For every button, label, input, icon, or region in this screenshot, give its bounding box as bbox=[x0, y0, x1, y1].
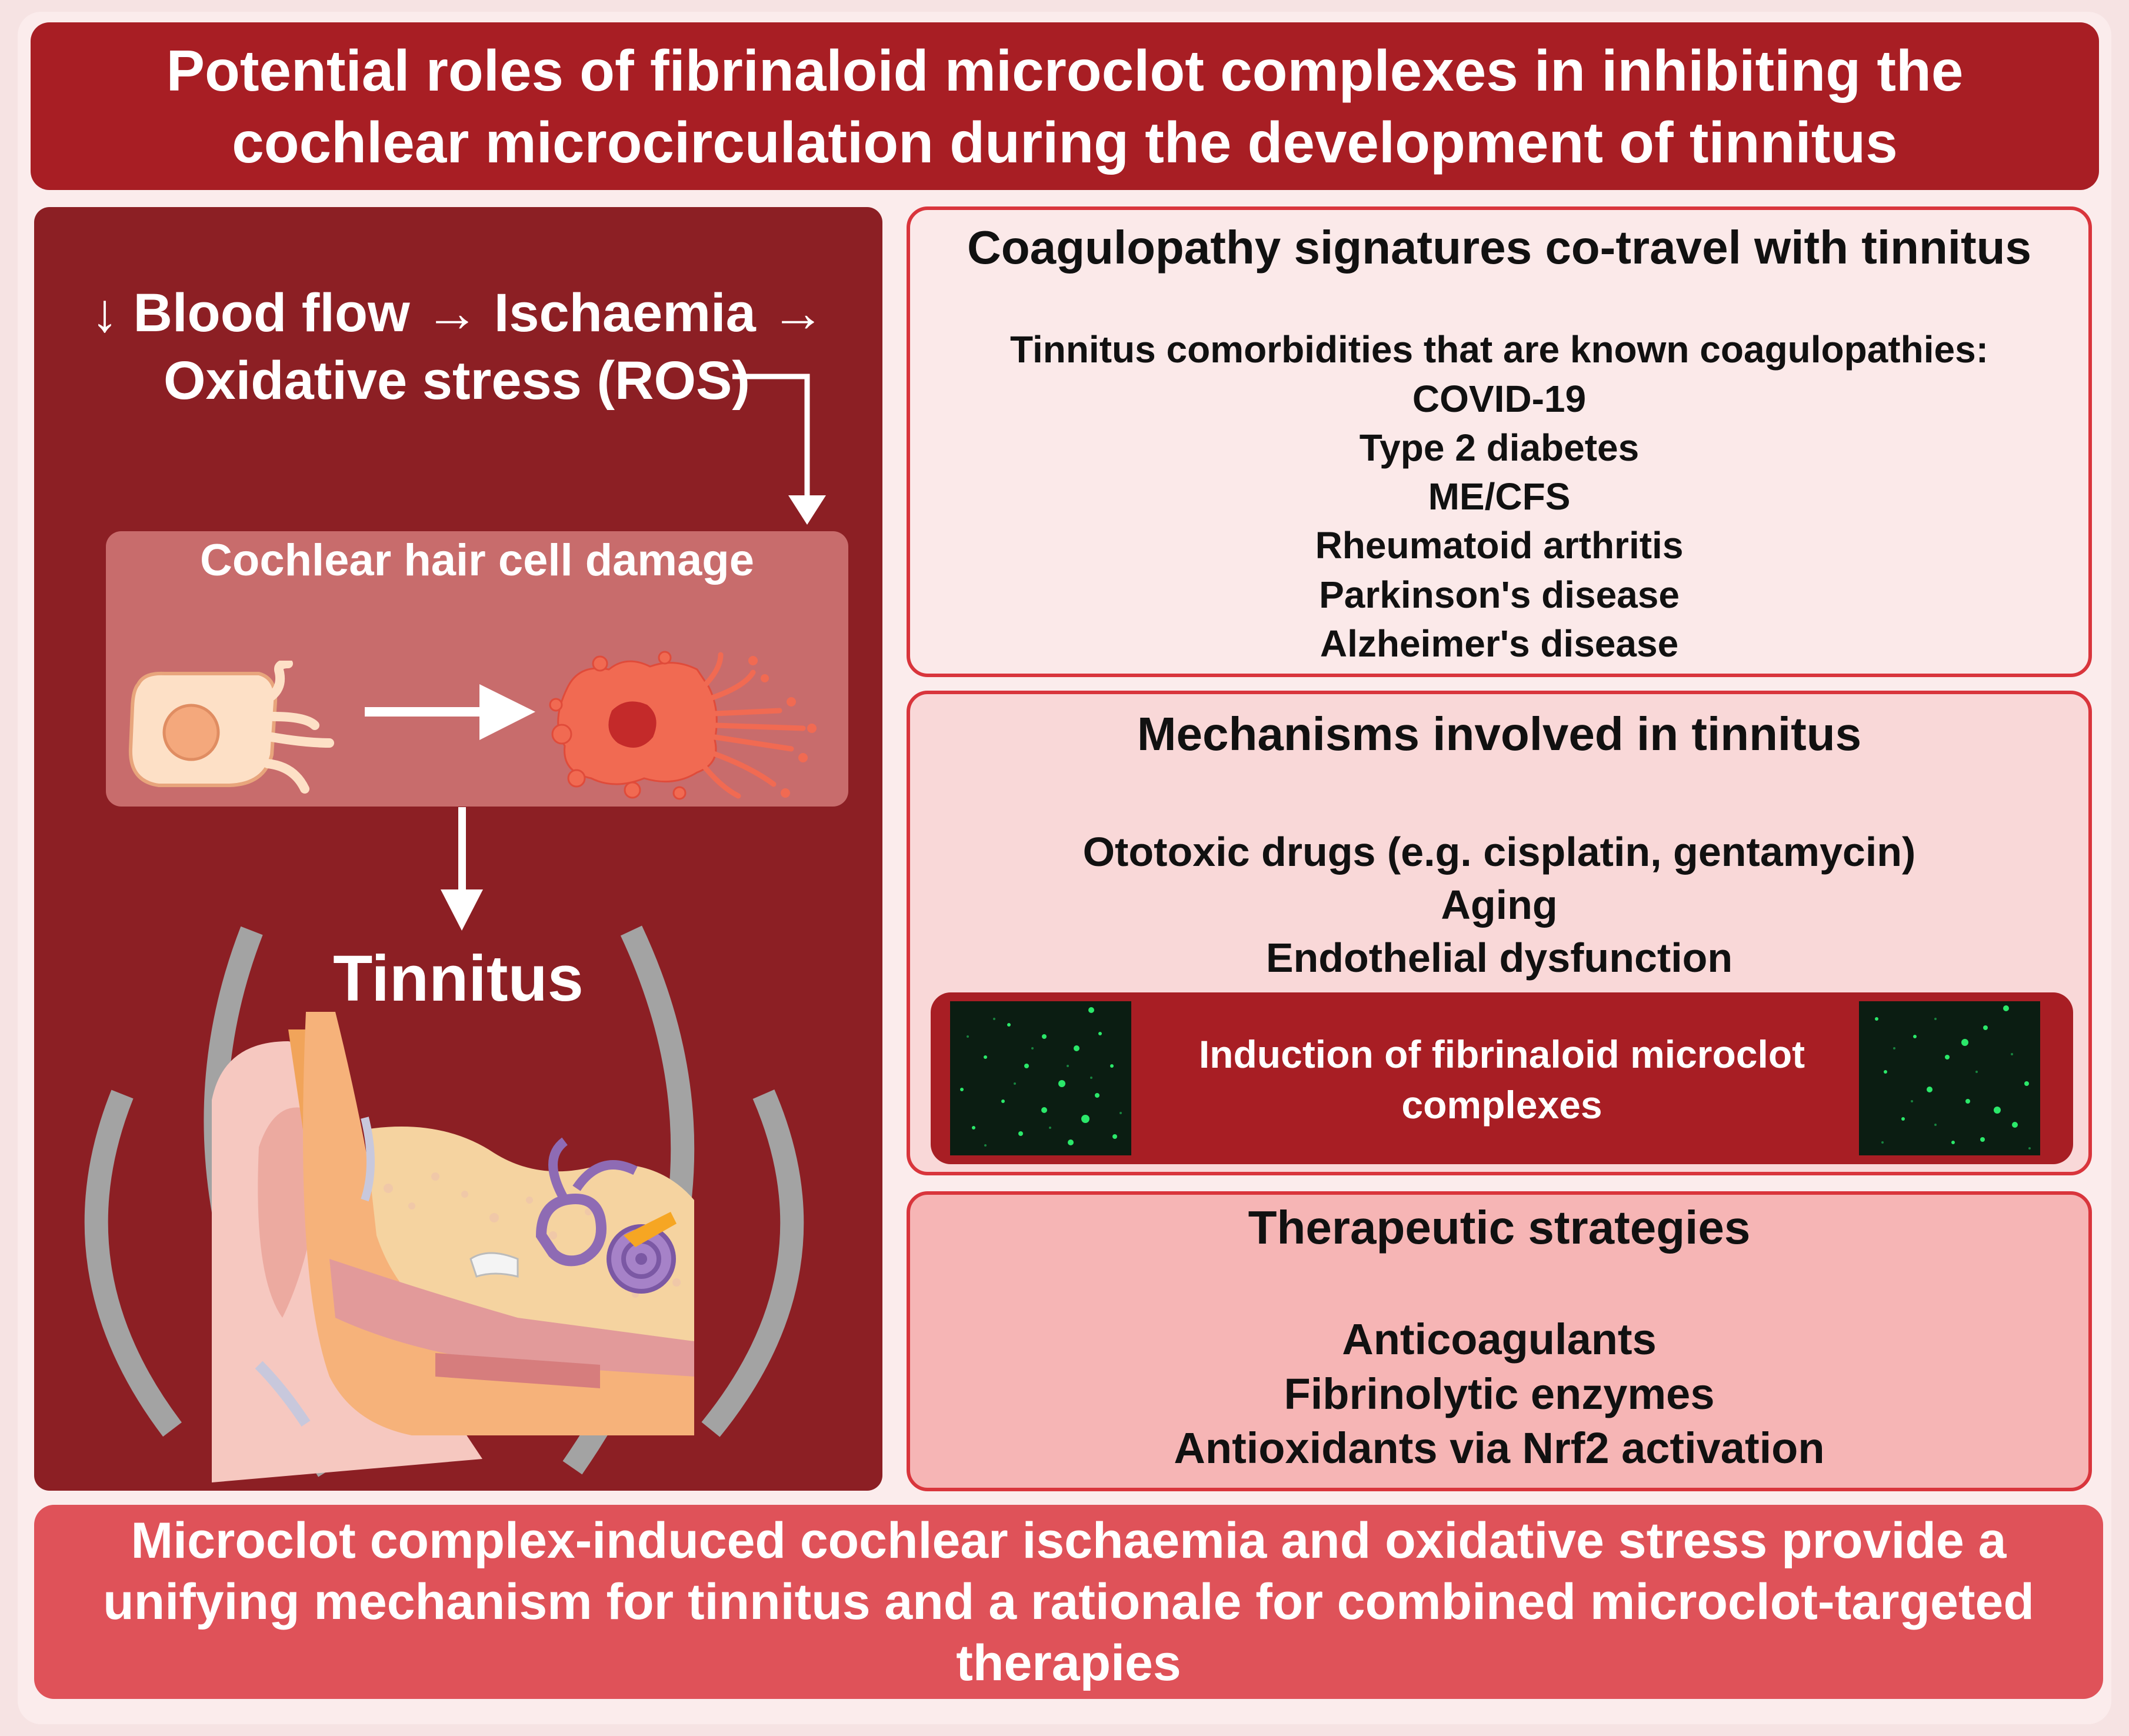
arrow-down-icon bbox=[441, 807, 483, 931]
conclusion-line-2: unifying mechanism for tinnitus and a ra… bbox=[103, 1574, 2034, 1630]
therapeutic-title: Therapeutic strategies bbox=[1248, 1201, 1751, 1254]
comorbidity-item: Alzheimer's disease bbox=[1320, 622, 1679, 665]
comorbidity-item: Type 2 diabetes bbox=[1359, 426, 1640, 469]
coagulopathy-subtitle: Tinnitus comorbidities that are known co… bbox=[1010, 328, 1988, 371]
mechanism-item: Aging bbox=[1441, 882, 1558, 928]
induction-line-1: Induction of fibrinaloid microclot bbox=[1198, 1032, 1805, 1076]
therapy-item: Anticoagulants bbox=[1342, 1315, 1657, 1364]
comorbidity-item: Parkinson's disease bbox=[1319, 574, 1680, 616]
ear-anatomy-icon bbox=[212, 1012, 694, 1482]
induction-line-2: complexes bbox=[1401, 1083, 1602, 1127]
comorbidity-item: Rheumatoid arthritis bbox=[1315, 524, 1684, 567]
hair-cell-damage-title: Cochlear hair cell damage bbox=[200, 535, 754, 585]
conclusion-line-3: therapies bbox=[956, 1635, 1181, 1691]
tinnitus-label: Tinnitus bbox=[333, 942, 584, 1015]
therapy-item: Antioxidants via Nrf2 activation bbox=[1174, 1424, 1825, 1472]
fluorescence-speckles-icon bbox=[960, 1007, 1122, 1147]
title-line-1: Potential roles of fibrinaloid microclot… bbox=[166, 38, 1964, 103]
flow-line-2: Oxidative stress (ROS) bbox=[164, 351, 751, 411]
mechanism-item: Endothelial dysfunction bbox=[1265, 935, 1733, 981]
comorbidity-item: COVID-19 bbox=[1412, 378, 1587, 420]
healthy-hair-cell-icon bbox=[128, 661, 334, 794]
therapeutic-card: Therapeutic strategies Anticoagulants Fi… bbox=[907, 1191, 2092, 1491]
conclusion-banner: Microclot complex-induced cochlear ischa… bbox=[34, 1505, 2103, 1699]
flow-line-1: ↓ Blood flow → Ischaemia → bbox=[91, 283, 825, 343]
microclot-induction-box: Induction of fibrinaloid microclot compl… bbox=[931, 992, 2073, 1164]
mechanism-item: Ototoxic drugs (e.g. cisplatin, gentamyc… bbox=[1082, 829, 1916, 875]
mechanisms-title: Mechanisms involved in tinnitus bbox=[1137, 708, 1862, 760]
damaged-hair-cell-icon bbox=[549, 651, 817, 800]
title-line-2: cochlear microcirculation during the dev… bbox=[232, 109, 1898, 175]
hair-cell-damage-box: Cochlear hair cell damage bbox=[106, 531, 848, 807]
title-banner: Potential roles of fibrinaloid microclot… bbox=[31, 22, 2099, 190]
fluorescence-speckles-icon bbox=[1875, 1005, 2031, 1149]
elbow-arrow-icon bbox=[732, 374, 826, 525]
microclot-micrograph-left bbox=[950, 1001, 1131, 1155]
therapy-item: Fibrinolytic enzymes bbox=[1284, 1370, 1715, 1418]
coagulopathy-card: Coagulopathy signatures co-travel with t… bbox=[907, 206, 2092, 677]
microclot-induction-text: Induction of fibrinaloid microclot compl… bbox=[1131, 1029, 1873, 1130]
comorbidity-item: ME/CFS bbox=[1428, 475, 1571, 518]
microclot-micrograph-right bbox=[1859, 1001, 2040, 1155]
conclusion-line-1: Microclot complex-induced cochlear ischa… bbox=[131, 1512, 2007, 1569]
coagulopathy-title: Coagulopathy signatures co-travel with t… bbox=[967, 221, 2032, 274]
arrow-right-icon bbox=[365, 684, 535, 740]
